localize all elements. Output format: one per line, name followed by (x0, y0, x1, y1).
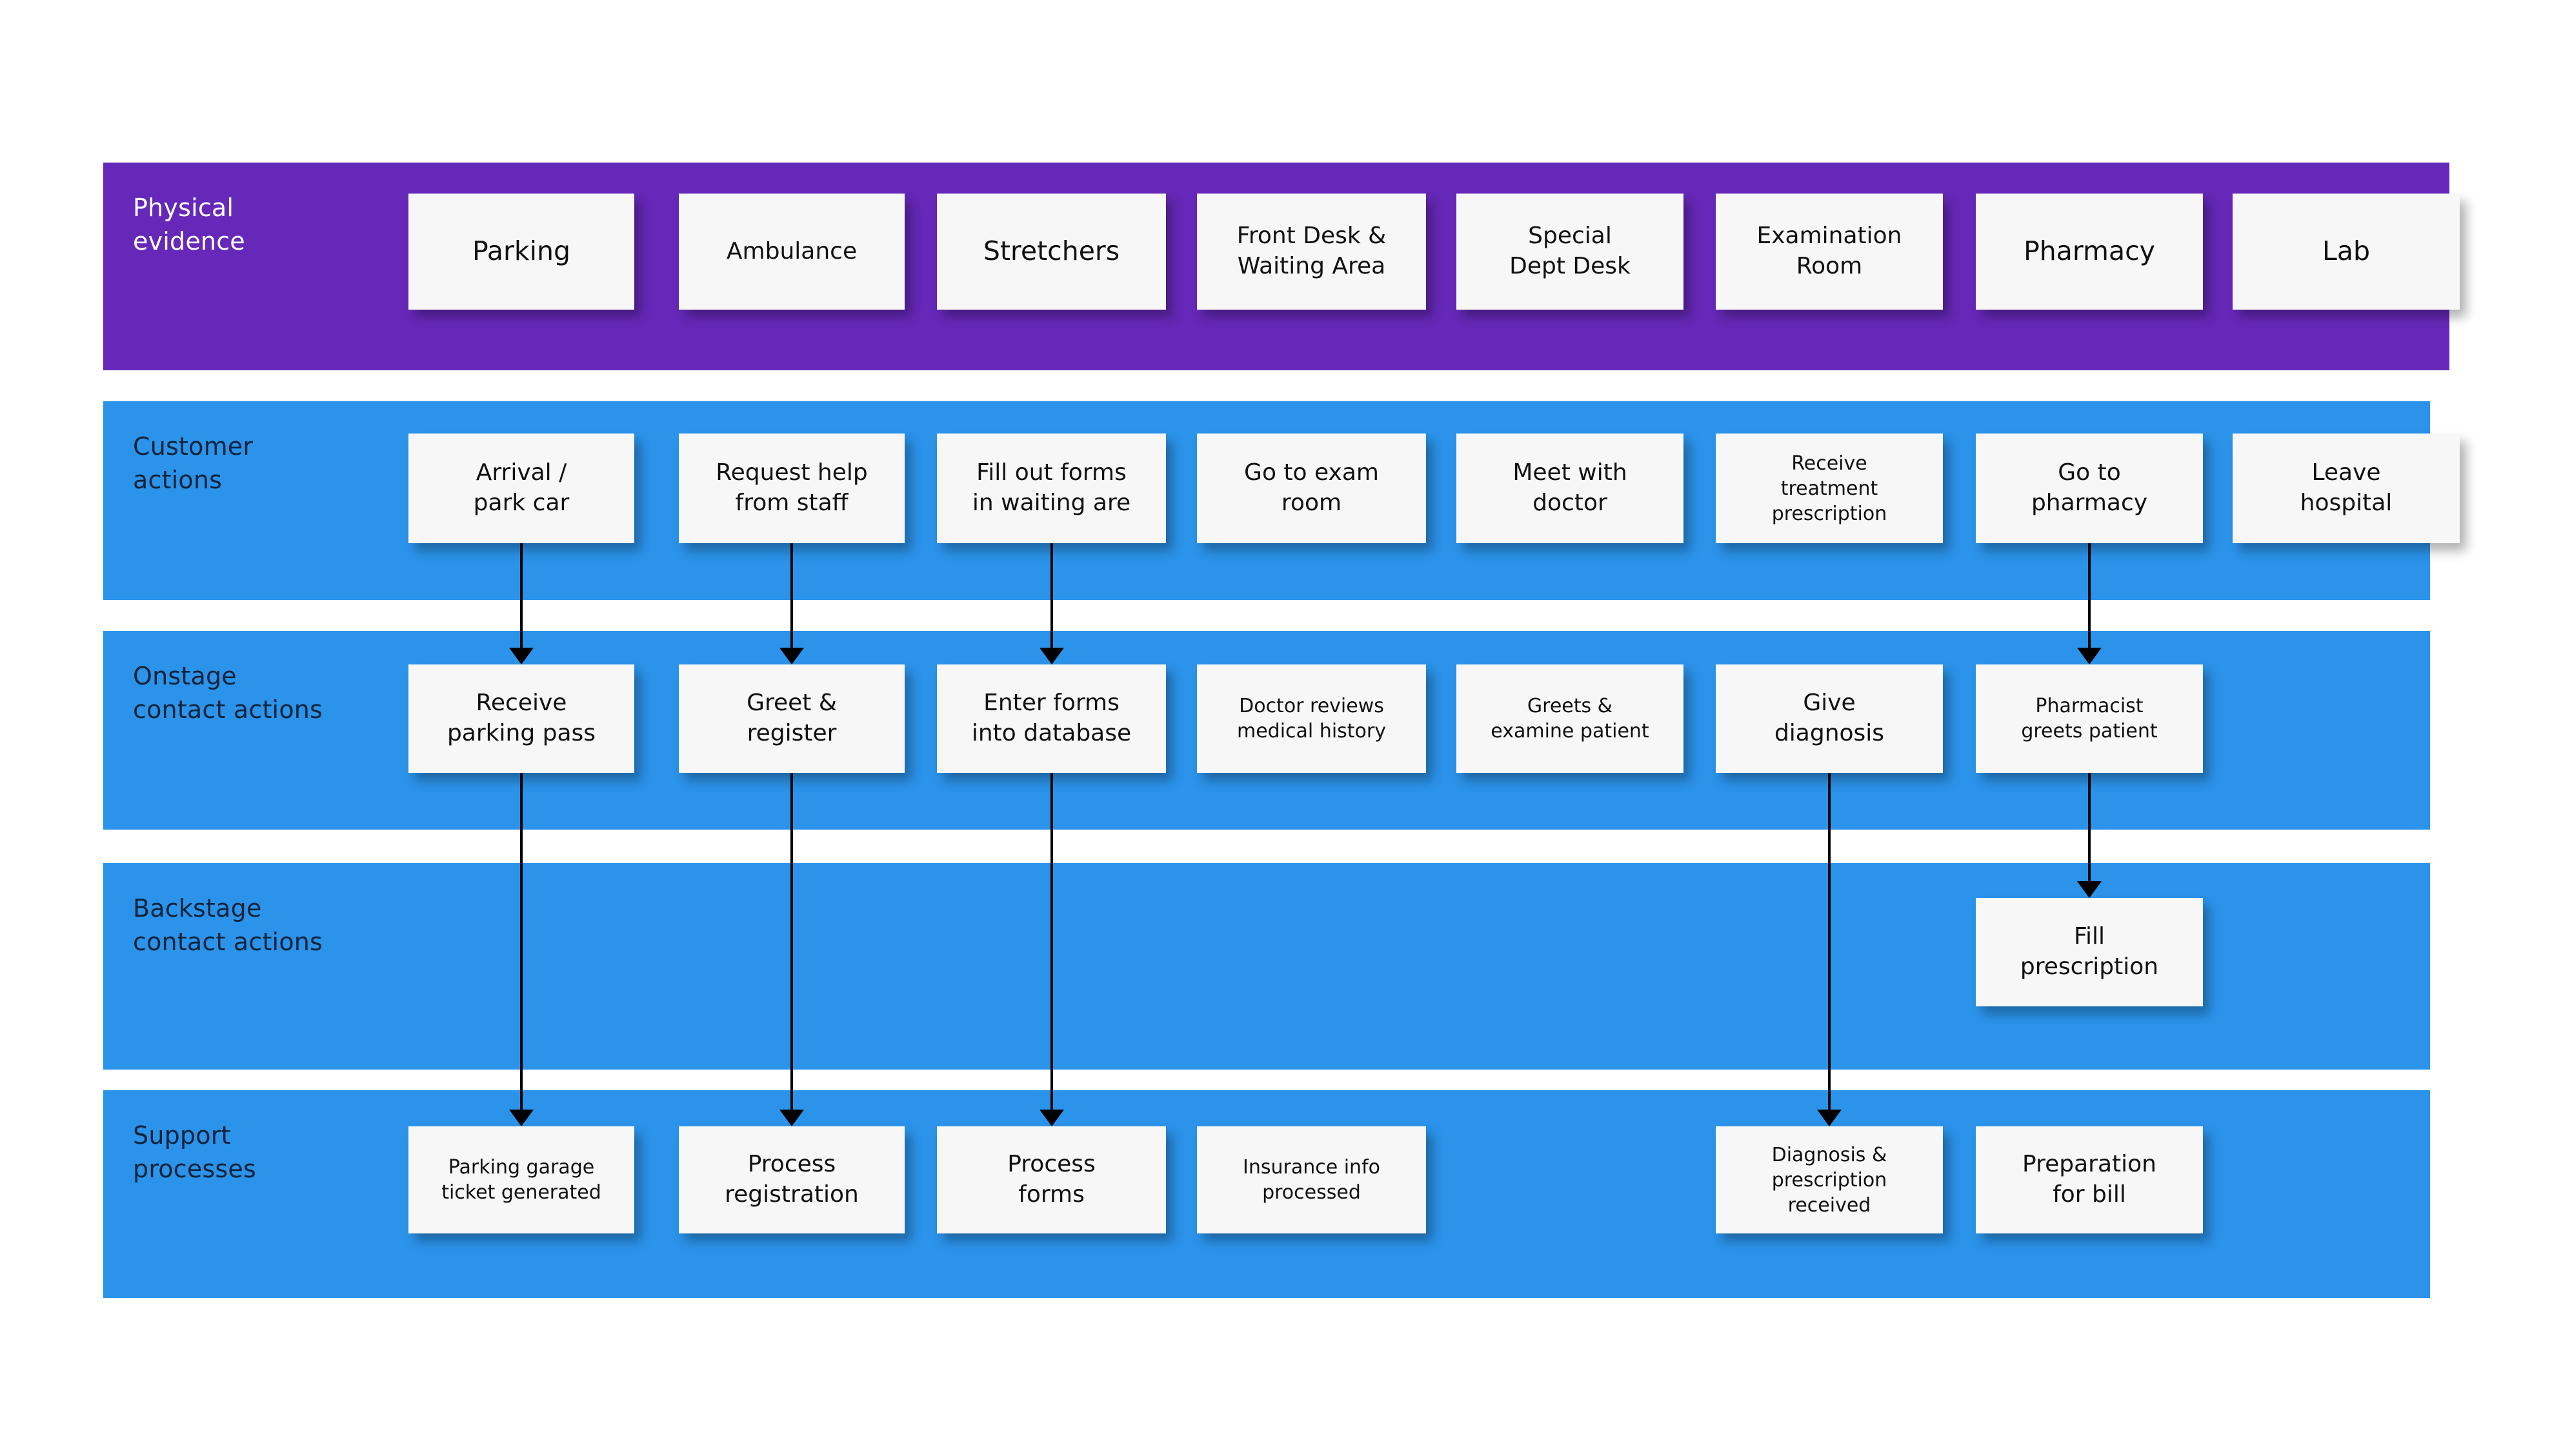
card-pe-lab[interactable]: Lab (2233, 194, 2460, 310)
card-pe-ambulance[interactable]: Ambulance (679, 194, 905, 310)
card-ca-go-exam[interactable]: Go to exam room (1197, 434, 1426, 543)
card-pe-special-dept[interactable]: Special Dept Desk (1456, 194, 1683, 310)
card-sp-process-forms[interactable]: Process forms (937, 1126, 1166, 1233)
card-oc-pharmacist[interactable]: Pharmacist greets patient (1976, 664, 2203, 773)
card-ca-receive-rx[interactable]: Receive treatment prescription (1716, 434, 1943, 543)
card-oc-parking-pass[interactable]: Receive parking pass (408, 664, 634, 773)
card-ca-leave[interactable]: Leave hospital (2233, 434, 2460, 543)
card-oc-greet[interactable]: Greet & register (679, 664, 905, 773)
card-bc-fill-rx[interactable]: Fill prescription (1976, 898, 2203, 1006)
card-pe-front-desk[interactable]: Front Desk & Waiting Area (1197, 194, 1426, 310)
card-ca-go-pharmacy[interactable]: Go to pharmacy (1976, 434, 2203, 543)
band-label-physical-evidence: Physical evidence (133, 194, 245, 256)
conn-arrival-to-parking-pass (509, 543, 534, 664)
conn-gopharmacy-to-pharmacist (2077, 543, 2102, 664)
band-label-support-processes: Support processes (133, 1121, 257, 1184)
card-oc-enter-forms[interactable]: Enter forms into database (937, 664, 1166, 773)
card-pe-parking[interactable]: Parking (408, 194, 634, 310)
conn-pharmacist-to-fillrx (2077, 773, 2102, 898)
card-pe-exam-room[interactable]: Examination Room (1716, 194, 1943, 310)
card-pe-pharmacy[interactable]: Pharmacy (1976, 194, 2203, 310)
conn-greet-to-processreg (779, 773, 804, 1126)
conn-parkingpass-to-garage (509, 773, 534, 1126)
card-pe-stretchers[interactable]: Stretchers (937, 194, 1166, 310)
card-ca-meet-doctor[interactable]: Meet with doctor (1456, 434, 1683, 543)
card-sp-insurance[interactable]: Insurance info processed (1197, 1126, 1426, 1233)
band-label-backstage-contact-actions: Backstage contact actions (133, 894, 323, 957)
card-sp-garage-ticket[interactable]: Parking garage ticket generated (408, 1126, 634, 1233)
card-ca-arrival[interactable]: Arrival / park car (408, 434, 634, 543)
band-label-customer-actions: Customer actions (133, 432, 254, 495)
card-ca-fill-forms[interactable]: Fill out forms in waiting are (937, 434, 1166, 543)
conn-enterforms-to-processforms (1040, 773, 1064, 1126)
card-oc-diagnosis[interactable]: Give diagnosis (1716, 664, 1943, 773)
conn-fillforms-to-enterforms (1040, 543, 1064, 664)
card-sp-diagnosis-rx[interactable]: Diagnosis & prescription received (1716, 1126, 1943, 1233)
card-ca-request-help[interactable]: Request help from staff (679, 434, 905, 543)
conn-diagnosis-to-diagnosisrx (1817, 773, 1842, 1126)
band-label-onstage-contact-actions: Onstage contact actions (133, 662, 323, 724)
card-sp-bill[interactable]: Preparation for bill (1976, 1126, 2203, 1233)
card-oc-review-hist[interactable]: Doctor reviews medical history (1197, 664, 1426, 773)
card-oc-examine[interactable]: Greets & examine patient (1456, 664, 1683, 773)
card-sp-process-reg[interactable]: Process registration (679, 1126, 905, 1233)
conn-request-to-greet (779, 543, 804, 664)
